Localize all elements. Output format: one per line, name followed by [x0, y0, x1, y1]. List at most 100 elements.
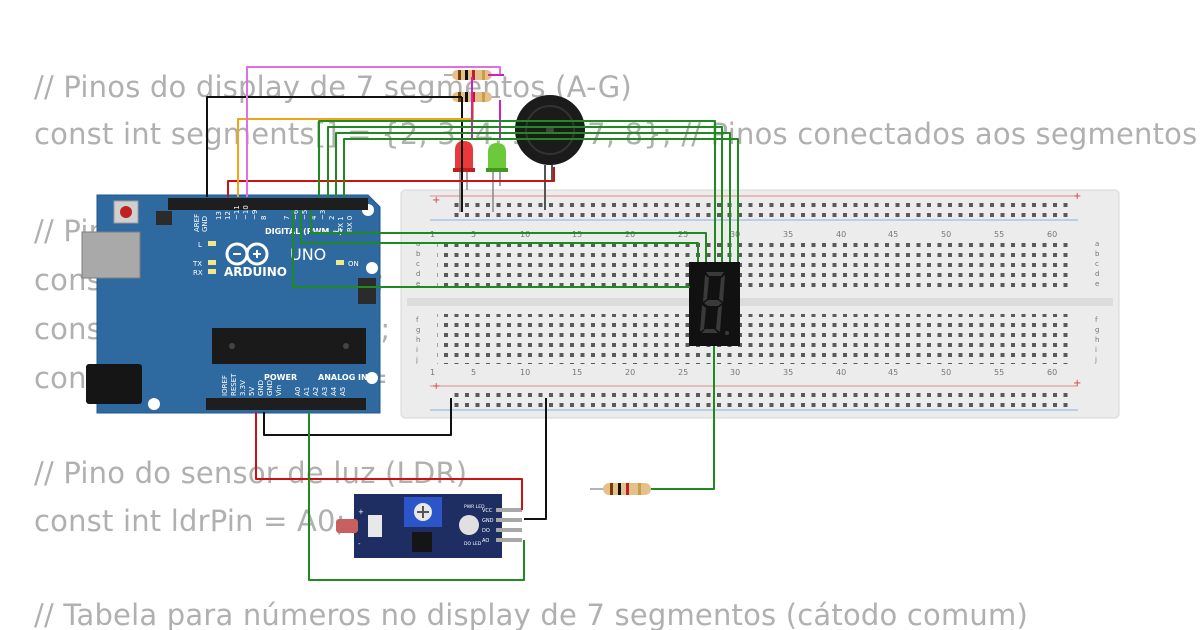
pin-label: 5V [248, 387, 256, 396]
photoresistor-icon [459, 515, 479, 535]
led-dome [488, 143, 506, 170]
column-number: 55 [994, 230, 1004, 239]
column-number: 40 [836, 230, 846, 239]
wire-red[interactable] [255, 412, 523, 510]
wire-green[interactable] [308, 412, 525, 581]
wire-green[interactable] [300, 210, 699, 262]
row-letter: h [416, 336, 420, 344]
column-number: 10 [520, 230, 530, 239]
screw-terminal [368, 515, 382, 537]
pin-label: A4 [330, 386, 338, 396]
wire-red[interactable] [227, 167, 555, 197]
row-letter: h [1095, 336, 1099, 344]
led-dome [455, 141, 473, 170]
pin-label: RESET [230, 373, 238, 396]
wire-black[interactable] [524, 398, 547, 520]
pin-label: ~5 [301, 210, 309, 220]
wire-orange[interactable] [237, 102, 474, 197]
module-pin-labels: VCC GND DO AO [482, 508, 494, 544]
top-rail-holes[interactable] [450, 199, 1070, 217]
wires[interactable] [206, 66, 739, 581]
pin-label: A1 [303, 387, 311, 396]
row-letter: g [416, 326, 420, 334]
usb-port[interactable] [81, 231, 141, 279]
reset-button-cap[interactable] [120, 206, 132, 218]
rx-label: RX [193, 269, 203, 277]
ldr-sensor-module[interactable]: + - PWR LED DO LED VCC GND DO AO [336, 494, 522, 558]
rail-plus-label: + [432, 195, 440, 206]
pin-label: A3 [321, 387, 329, 396]
breadboard[interactable]: + + + + 1 5 10 15 20 25 30 35 40 45 50 5… [400, 189, 1120, 419]
pin-label: ~10 [242, 205, 250, 220]
pin-label: AREF [193, 214, 201, 232]
column-number: 15 [572, 368, 582, 377]
row-letter: f [416, 316, 419, 324]
column-number: 10 [520, 368, 530, 377]
pin-label: 2 [328, 216, 336, 220]
pin-label: A2 [312, 387, 320, 396]
svg-text:+: + [358, 508, 364, 516]
on-label: ON [348, 260, 359, 268]
wire-black[interactable] [263, 398, 452, 436]
pin-label: 3.3V [239, 380, 247, 396]
analog-label: ANALOG IN [318, 373, 368, 382]
wire-green[interactable] [292, 210, 690, 288]
led-rim [486, 168, 508, 172]
led-green[interactable] [486, 143, 508, 212]
wire-green[interactable] [327, 126, 723, 262]
arduino-uno-board[interactable]: ARDUINO UNO DIGITAL (PWM ~) POWER ANALOG… [81, 194, 381, 414]
seven-segment-display[interactable] [689, 262, 740, 346]
wire-green[interactable] [343, 138, 739, 262]
resistor[interactable] [590, 483, 662, 495]
terminal-strip-bottom[interactable] [437, 314, 1073, 364]
power-jack[interactable] [86, 364, 142, 404]
pin-label: TX 1 [337, 216, 345, 233]
column-number: 50 [941, 368, 951, 377]
row-letter: g [1095, 326, 1099, 334]
pin-label: RX 0 [346, 216, 354, 232]
column-numbers-top: 1 5 10 15 20 25 30 35 40 45 50 55 60 [430, 230, 1057, 239]
column-number: 20 [625, 230, 635, 239]
center-channel [407, 298, 1113, 306]
mounting-hole [148, 398, 160, 410]
wire-green[interactable] [310, 210, 707, 262]
wire-pink[interactable] [246, 66, 501, 197]
code-line: // Pino do sensor de luz (LDR) [34, 456, 468, 490]
pin-label: AO [482, 538, 489, 544]
power-analog-header[interactable] [206, 398, 366, 410]
chip-notch [343, 343, 349, 349]
column-number: 45 [888, 230, 898, 239]
pin-label: ~6 [292, 209, 300, 220]
svg-text:-: - [358, 540, 361, 548]
pin-label: DO [482, 528, 490, 534]
l-led [208, 241, 216, 246]
chip-notch [229, 343, 235, 349]
module-pins[interactable] [496, 508, 522, 542]
column-number: 25 [678, 368, 688, 377]
power-pin-labels: IOREF RESET 3.3V 5V GND GND Vin A0 A1 A2… [221, 373, 347, 396]
atmega-chip [212, 328, 366, 364]
wire-black[interactable] [206, 96, 462, 197]
pin-label: 8 [260, 216, 268, 220]
row-letter: f [1095, 316, 1098, 324]
pin-label: 12 [224, 211, 232, 220]
terminal-strip-top[interactable] [437, 238, 1073, 288]
wire-green[interactable] [318, 120, 716, 262]
mounting-hole [366, 372, 378, 384]
pin-label: ~9 [251, 210, 259, 220]
wire-green[interactable] [651, 346, 715, 490]
display-segments [700, 272, 729, 335]
wire-green[interactable] [335, 132, 731, 262]
digital-header[interactable] [168, 198, 368, 210]
row-letters: a b c d e f g h i j a b c d e f g h i j [415, 240, 1100, 364]
pin-label: GND [266, 380, 274, 396]
column-number: 30 [730, 368, 740, 377]
column-number: 25 [678, 230, 688, 239]
arduino-logo-icon [225, 242, 269, 266]
bottom-rail-holes[interactable] [450, 389, 1070, 407]
rail-plus-label: + [1073, 378, 1081, 389]
icsp-header [156, 211, 172, 225]
column-number: 35 [783, 368, 793, 377]
code-line: const int ldrPin = A0; [34, 504, 346, 538]
